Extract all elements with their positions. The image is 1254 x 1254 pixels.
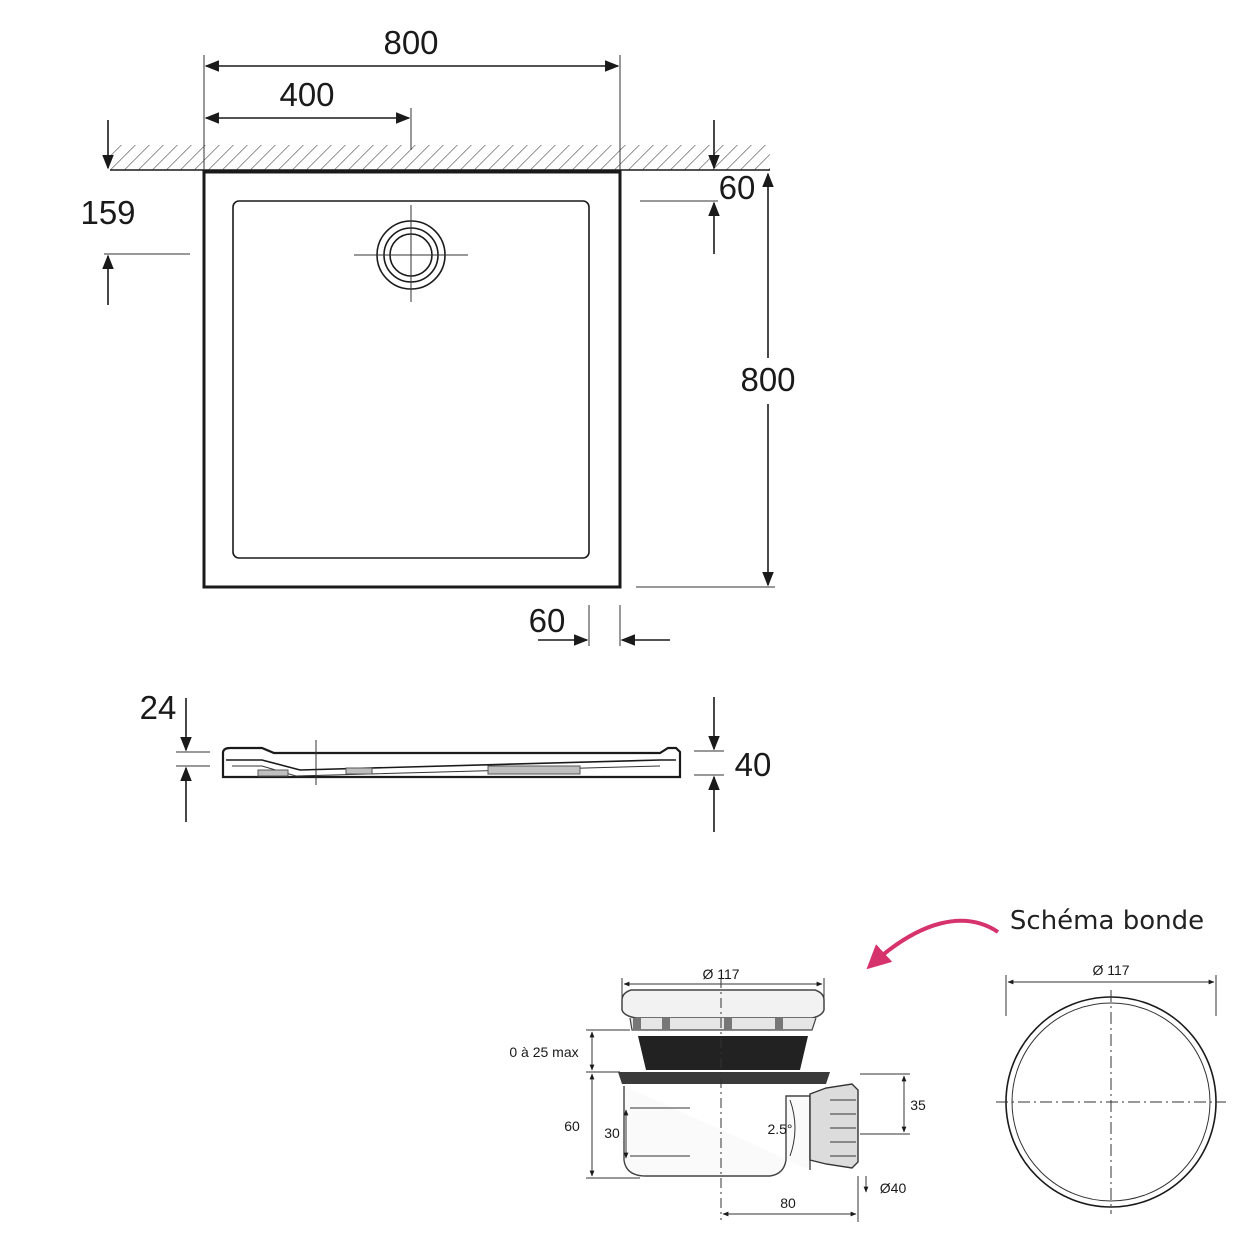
angle-label: 2.5° [767,1121,792,1137]
tray-outline [202,170,622,589]
outlet-diameter-label: Ø40 [880,1180,907,1196]
caption-arrow [866,918,1000,970]
tray-inner-basin [232,200,590,559]
wall-hatch [110,145,770,170]
plan-view: 800 400 159 800 60 60 [80,24,800,646]
rim-top-label: 60 [719,169,756,206]
adjust-range-label: 0 à 25 max [509,1044,578,1060]
tray-profile [221,746,682,779]
depth-label: 800 [740,361,795,398]
width-label: 800 [383,24,438,61]
drain-caption: Schéma bonde [1010,906,1204,936]
drain-section: Ø 117 0 à 25 max 60 30 2.5° 35 8 [509,966,926,1222]
drain-symbol [354,205,468,302]
plan-diameter-label: Ø 117 [1092,962,1129,978]
drain-from-wall-label: 159 [80,194,135,231]
outlet-offset-label: 80 [780,1195,796,1211]
rim-side-label: 60 [529,602,566,639]
side-view: 24 40 [140,689,772,832]
drain-diameter-label: Ø 117 [702,966,739,982]
drain-plan-circle: Ø 117 [996,962,1226,1214]
inner-height-label: 30 [604,1125,620,1141]
total-height-label: 40 [735,746,772,783]
outlet-height-label: 35 [910,1097,926,1113]
drain-height-label: 60 [564,1118,580,1134]
rim-height-label: 24 [140,689,177,726]
drain-offset-label: 400 [279,76,334,113]
drain-schematic: Schéma bonde [509,906,1226,1222]
